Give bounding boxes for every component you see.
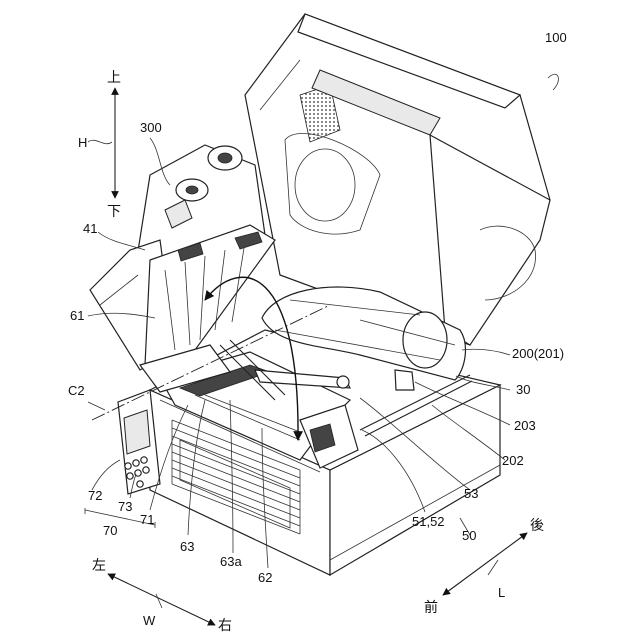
- label-63a: 63a: [220, 554, 242, 569]
- label-cover: 200(201): [512, 346, 564, 361]
- label-62: 62: [258, 570, 272, 585]
- label-direction-h: H: [78, 135, 87, 150]
- label-61: 61: [70, 308, 84, 323]
- label-202: 202: [502, 453, 524, 468]
- label-50: 50: [462, 528, 476, 543]
- label-direction-l: L: [498, 585, 505, 600]
- label-73: 73: [118, 499, 132, 514]
- label-left: 左: [92, 558, 106, 574]
- label-right: 右: [218, 618, 232, 634]
- label-up: 上: [107, 70, 121, 86]
- label-30: 30: [516, 382, 530, 397]
- label-5152: 51,52: [412, 514, 445, 529]
- label-72: 72: [88, 488, 102, 503]
- label-c2: C2: [68, 383, 85, 398]
- label-63: 63: [180, 539, 194, 554]
- label-71: 71: [140, 512, 154, 527]
- label-front: 前: [424, 599, 438, 616]
- label-41: 41: [83, 221, 97, 236]
- label-back: 後: [530, 518, 544, 534]
- label-203: 203: [514, 418, 536, 433]
- label-upper-unit: 300: [140, 120, 162, 135]
- label-53: 53: [464, 486, 478, 501]
- label-down: 下: [107, 204, 121, 220]
- label-70: 70: [103, 523, 117, 538]
- label-device: 100: [545, 30, 567, 45]
- label-direction-w: W: [143, 613, 156, 628]
